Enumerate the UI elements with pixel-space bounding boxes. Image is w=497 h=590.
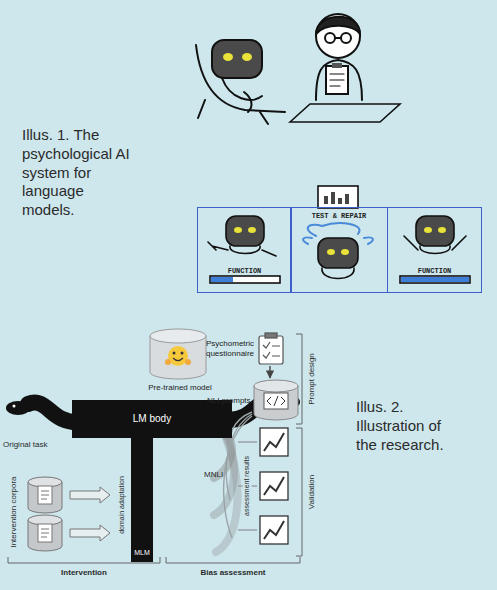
robot-patient — [196, 40, 285, 124]
prompt-node: NLI prompts — [205, 378, 303, 424]
flow-arrow — [269, 366, 270, 378]
label-text: Original task — [3, 440, 47, 450]
label-text: domain adaptation — [118, 476, 127, 534]
assessment-charts — [260, 428, 288, 544]
label-text: Illus. 1. The psychological AI system fo… — [22, 126, 134, 220]
part-label: MLM — [134, 549, 150, 558]
part-label: Original task — [3, 440, 47, 450]
node-text: FUNCTION — [228, 267, 262, 275]
label-text: MLM — [134, 549, 150, 558]
bracket-label: Validation — [307, 475, 317, 510]
robot-healthy — [400, 216, 470, 283]
status-panel: FUNCTION — [387, 207, 482, 293]
part-label: MNLI — [204, 470, 223, 480]
part-label: assessment results — [243, 454, 252, 518]
corpora-cylinders — [28, 477, 110, 551]
bracket-label: Intervention — [61, 568, 107, 578]
label-text: Validation — [307, 475, 317, 510]
node-text: TEST & REPAIR — [312, 212, 367, 220]
label-text: Intervention — [61, 568, 107, 578]
repair-panel: TEST & REPAIR — [290, 207, 388, 293]
node-text: Psychometric questionnaire — [184, 339, 254, 358]
label-text: MNLI — [204, 470, 223, 480]
label-text: Bias assessment — [201, 568, 266, 578]
label-text: assessment results — [243, 454, 252, 518]
node-text: FUNCTION — [418, 267, 452, 275]
label-text: Intervention corpora — [9, 476, 19, 547]
figure-caption: Illus. 2. Illustration of the research. — [356, 398, 448, 454]
status-panel: FUNCTION — [197, 207, 292, 293]
pretrained-cylinder — [150, 329, 206, 379]
questionnaire-icon — [259, 333, 283, 364]
model-body-snake — [6, 395, 300, 562]
bracket-label: Bias assessment — [201, 568, 266, 578]
label-text: Prompt design — [307, 353, 317, 405]
questionnaire-node: Psychometric questionnaire — [182, 332, 292, 366]
node-text: NLI prompts — [207, 396, 251, 406]
prompt-cylinder — [254, 380, 298, 420]
robot-broken — [208, 216, 280, 283]
figure-caption: Illus. 1. The psychological AI system fo… — [22, 126, 134, 220]
label-text: Illus. 2. Illustration of the research. — [356, 398, 448, 454]
model-cylinder: Pre-trained model — [128, 328, 232, 394]
node-text: Pre-trained model — [148, 383, 212, 393]
part-label: Intervention corpora — [9, 476, 19, 547]
brackets — [8, 334, 302, 563]
part-label: domain adaptation — [118, 476, 127, 534]
bracket-label: Prompt design — [307, 353, 317, 405]
robot-repair — [303, 186, 373, 279]
lm-body-block: LM body — [72, 400, 232, 438]
node-text: LM body — [133, 413, 171, 425]
psychologist-figure — [290, 14, 400, 122]
